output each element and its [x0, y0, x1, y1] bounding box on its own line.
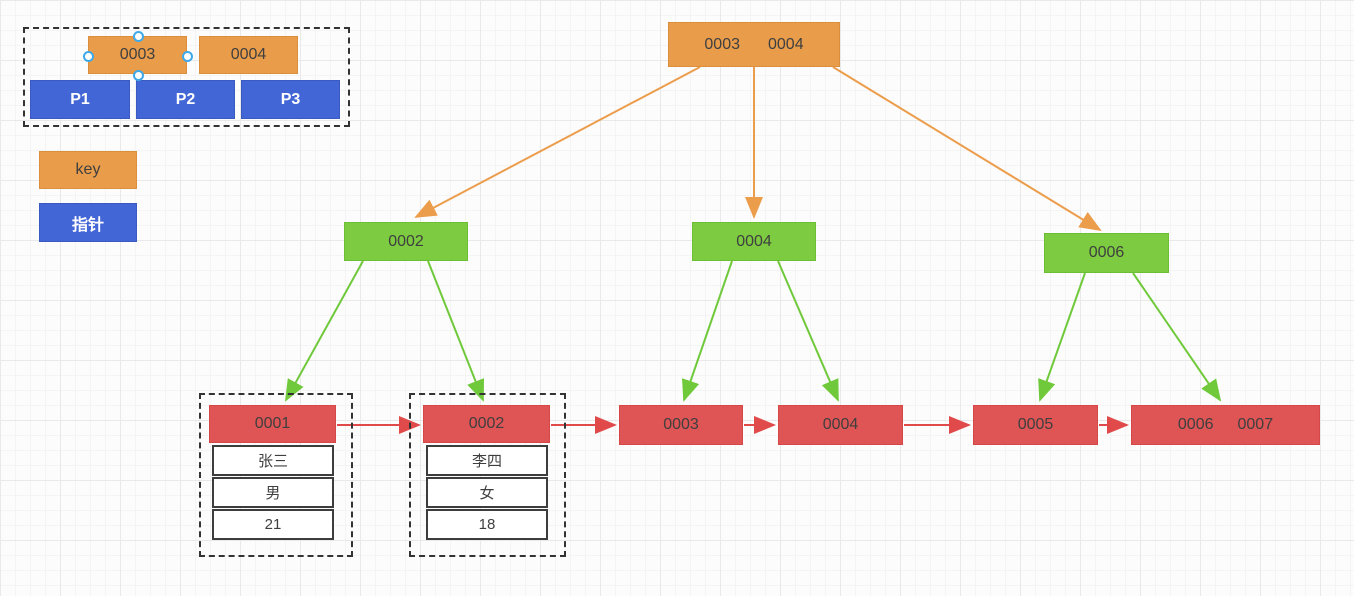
edge-root-to-internal-0002[interactable] [414, 66, 701, 218]
internal-node-0006-shape[interactable]: 0006 [1044, 233, 1169, 273]
detail-pointer-p3-label: P3 [280, 90, 301, 108]
root-key-2: 0004 [768, 35, 804, 53]
record-0001-age: 21 [264, 516, 282, 533]
selection-handle-bottom[interactable] [133, 70, 144, 81]
leaf-node-0001-label: 0001 [254, 415, 291, 432]
detail-pointer-p2-label: P2 [175, 90, 196, 108]
edge-0006-to-leaf-0005[interactable] [1038, 272, 1086, 402]
root-node-shape[interactable]: 0003 0004 [668, 22, 840, 67]
selection-handle-top[interactable] [133, 31, 144, 42]
detail-key-0004-shape[interactable]: 0004 [199, 36, 298, 74]
leaf-node-0005-label: 0005 [1017, 416, 1054, 433]
record-cell-gender[interactable]: 女 [426, 477, 548, 508]
record-cell-age[interactable]: 21 [212, 509, 334, 540]
edge-0002-to-leaf-0001[interactable] [285, 260, 364, 402]
detail-pointer-p1-shape[interactable]: P1 [30, 80, 130, 119]
record-0002-age: 18 [478, 516, 496, 533]
selection-handle-right[interactable] [182, 51, 193, 62]
leaf-node-0003-label: 0003 [663, 416, 699, 433]
leaf-node-0007-label: 0007 [1237, 416, 1274, 433]
legend-pointer-shape[interactable]: 指针 [39, 203, 137, 242]
detail-key-0003-label: 0003 [119, 46, 156, 63]
detail-pointer-p2-shape[interactable]: P2 [136, 80, 235, 119]
node-detail-group-box[interactable] [23, 27, 350, 127]
record-cell-gender[interactable]: 男 [212, 477, 334, 508]
leaf-node-0001-shape[interactable]: 0001 [209, 405, 336, 443]
legend-key-shape[interactable]: key [39, 151, 137, 189]
record-0002-name: 李四 [471, 453, 502, 470]
leaf-node-0006-label: 0006 [1177, 416, 1214, 433]
leaf-node-0004-shape[interactable]: 0004 [778, 405, 903, 445]
edge-root-to-internal-0006[interactable] [832, 66, 1102, 232]
detail-pointer-p3-shape[interactable]: P3 [241, 80, 340, 119]
edge-0004-to-leaf-0004[interactable] [777, 260, 839, 402]
leaf-node-0004-label: 0004 [822, 416, 859, 433]
record-0001-name: 张三 [257, 453, 288, 470]
leaf-node-0006-0007-shape[interactable]: 0006 0007 [1131, 405, 1320, 445]
detail-key-0004-label: 0004 [230, 46, 267, 63]
leaf-0002-detail-box[interactable] [409, 393, 566, 557]
internal-node-0006-label: 0006 [1088, 244, 1125, 261]
internal-node-0002-shape[interactable]: 0002 [344, 222, 468, 261]
leaf-0001-detail-box[interactable] [199, 393, 353, 557]
internal-node-0004-shape[interactable]: 0004 [692, 222, 816, 261]
root-key-1: 0003 [704, 35, 740, 53]
record-0001-gender: 男 [265, 485, 281, 502]
detail-pointer-p1-label: P1 [70, 90, 90, 108]
selection-handle-left[interactable] [83, 51, 94, 62]
record-cell-name[interactable]: 李四 [426, 445, 548, 476]
edge-0002-to-leaf-0002[interactable] [427, 260, 485, 402]
edge-0004-to-leaf-0003[interactable] [682, 260, 733, 402]
internal-node-0002-label: 0002 [388, 232, 424, 250]
leaf-node-0002-shape[interactable]: 0002 [423, 405, 550, 443]
legend-pointer-label: 指针 [71, 216, 104, 234]
edge-0006-to-leaf-0006[interactable] [1132, 272, 1222, 402]
record-0002-gender: 女 [479, 485, 495, 502]
legend-key-label: key [75, 161, 101, 178]
leaf-node-0002-label: 0002 [468, 415, 505, 432]
leaf-node-0003-shape[interactable]: 0003 [619, 405, 743, 445]
detail-key-0003-shape[interactable]: 0003 [83, 31, 193, 81]
record-cell-name[interactable]: 张三 [212, 445, 334, 476]
internal-node-0004-label: 0004 [736, 232, 772, 250]
leaf-node-0005-shape[interactable]: 0005 [973, 405, 1098, 445]
record-cell-age[interactable]: 18 [426, 509, 548, 540]
